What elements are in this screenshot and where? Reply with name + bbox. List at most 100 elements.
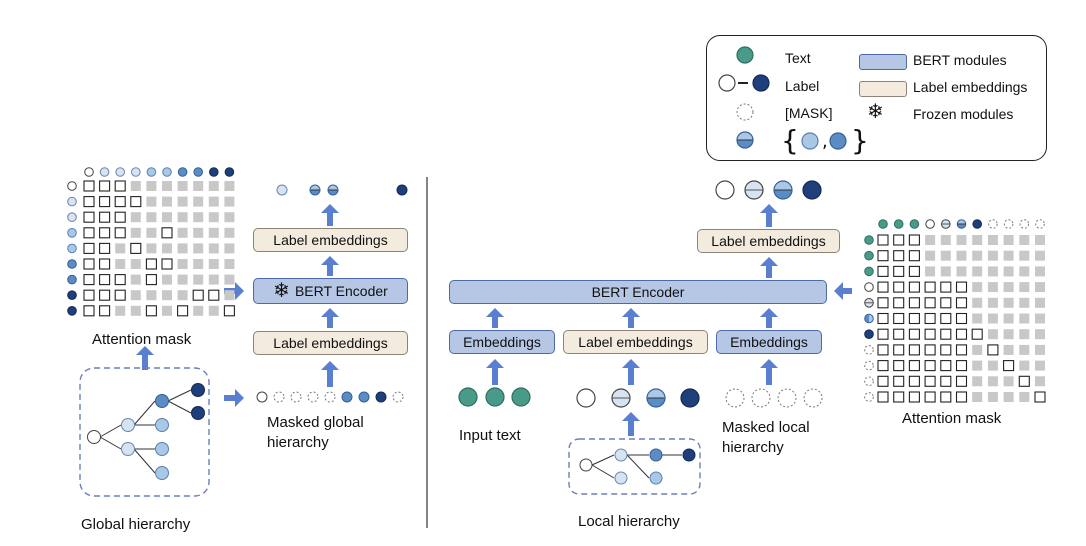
mask-cell-masked: [972, 360, 983, 371]
masked-global-node: [341, 391, 353, 403]
mask-cell-masked: [1019, 282, 1030, 293]
mask-cell-masked: [224, 227, 235, 238]
right-output-node: [773, 180, 793, 200]
mask-cell-visible: [955, 360, 968, 372]
right-label-embeddings-top: Label embeddings: [697, 229, 840, 253]
matrix-row-header: [67, 212, 77, 222]
mask-cell-masked: [177, 243, 188, 254]
mask-cell-masked: [1019, 360, 1030, 371]
matrix-col-header: [224, 167, 235, 177]
mask-cell-masked: [208, 196, 219, 207]
mask-cell-masked: [987, 250, 998, 261]
mask-cell-visible: [893, 312, 905, 325]
mask-cell-visible: [940, 297, 952, 309]
matrix-row-header: [864, 282, 874, 292]
left-output-node: [309, 184, 321, 196]
matrix-col-header: [878, 219, 888, 229]
half-bottom: [737, 140, 753, 148]
snowflake-icon: ❄: [273, 280, 290, 302]
mask-cell-visible: [223, 305, 235, 317]
tree-node: [155, 418, 169, 432]
label-node-root: [864, 282, 874, 292]
matrix-col-header: [909, 219, 920, 229]
mask-node: [1035, 219, 1045, 229]
label-node-navy: [67, 306, 77, 316]
mask-cell-masked: [987, 360, 998, 371]
mask-cell-visible: [877, 328, 889, 340]
matrix-row-header: [67, 259, 77, 269]
mask-cell-masked: [1003, 329, 1014, 340]
arrows: [136, 204, 852, 436]
mask-node: [864, 392, 874, 402]
mask-cell-masked: [146, 196, 157, 207]
text-node: [864, 235, 874, 245]
matrix-row-header: [67, 290, 77, 301]
mask-cell-masked: [972, 313, 983, 324]
label-node-navy: [682, 448, 696, 462]
half-right: [869, 314, 874, 323]
mask-cell-masked: [193, 259, 204, 269]
left-bert-encoder-label: BERT Encoder: [294, 283, 388, 299]
mask-cell-visible: [908, 328, 920, 340]
mask-cell-visible: [893, 360, 905, 372]
legend-text-label: Text: [785, 50, 811, 66]
legend-label-emb-swatch: [859, 81, 907, 97]
mask-cell-visible: [924, 328, 936, 340]
mask-cell-visible: [924, 375, 936, 387]
matrix-row-header: [864, 360, 874, 371]
label-node-mid: [177, 167, 188, 177]
matrix-col-header: [162, 167, 172, 177]
tree-node: [614, 448, 628, 462]
label-node-navy: [680, 388, 700, 408]
mask-cell-masked: [1035, 250, 1045, 261]
mask-cell-visible: [130, 196, 142, 208]
tree-edge: [133, 448, 156, 474]
mask-cell-visible: [955, 328, 968, 340]
mask-cell-masked: [1003, 376, 1014, 387]
mask-cell-masked: [177, 259, 188, 269]
mask-cell-masked: [1019, 329, 1030, 340]
label-node-pale: [614, 448, 628, 462]
mask-node: [864, 360, 874, 371]
half-outline: [611, 388, 631, 408]
mask-cell-masked: [956, 266, 967, 277]
masked-local-caption-2: hierarchy: [722, 439, 784, 456]
half-bottom: [647, 398, 665, 407]
local-label-node: [646, 388, 666, 408]
mask-cell-masked: [208, 181, 219, 191]
half-outline: [864, 313, 874, 324]
label-node-navy: [972, 219, 983, 229]
legend-set-node-mid: [829, 132, 847, 150]
mask-cell-masked: [1035, 376, 1045, 387]
label-node-pale: [99, 167, 110, 177]
matrix-row-header: [864, 266, 874, 277]
legend-set-brace-open: {: [781, 124, 799, 157]
mask-cell-masked: [987, 313, 998, 324]
mask-node: [307, 391, 319, 403]
tree-node: [682, 448, 696, 462]
mask-cell-visible: [161, 258, 173, 270]
mask-cell-masked: [1035, 329, 1045, 340]
mask-cell-masked: [146, 243, 157, 254]
tree-node-root: [87, 430, 101, 444]
mask-cell-masked: [193, 227, 204, 238]
text-node: [458, 387, 478, 407]
mask-cell-visible: [940, 328, 952, 340]
text-node: [909, 219, 920, 229]
tree-node-root: [579, 458, 593, 472]
mask-cell-masked: [1003, 235, 1014, 245]
half-top: [957, 219, 966, 224]
matrix-row-header: [67, 306, 77, 316]
half-top: [774, 181, 792, 190]
mask-node: [864, 376, 874, 387]
arrow-up: [622, 412, 640, 436]
masked-global-node: [358, 391, 370, 403]
mask-cell-masked: [987, 392, 998, 402]
label-node-pale: [131, 167, 141, 177]
mask-node: [988, 219, 998, 229]
mask-cell-visible: [940, 312, 952, 325]
half-outline: [941, 219, 951, 229]
mask-cell-visible: [1018, 375, 1030, 387]
mask-cell-masked: [972, 235, 983, 245]
mask-cell-masked: [208, 243, 219, 254]
